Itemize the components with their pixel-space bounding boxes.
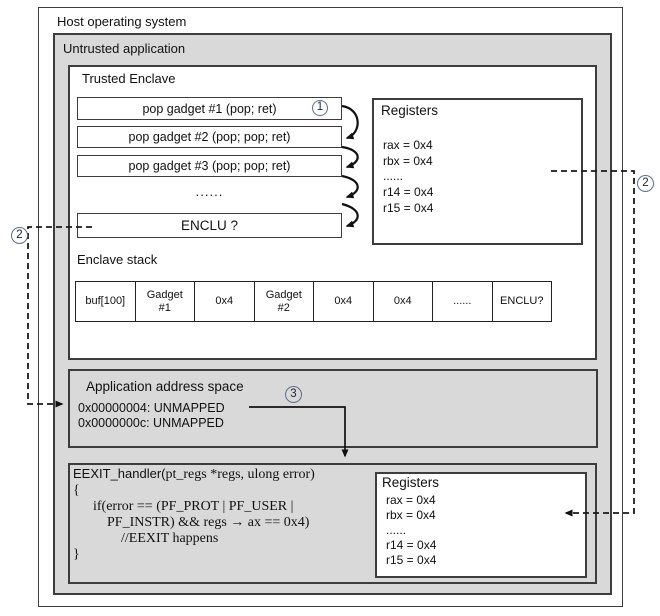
untrusted-app-label: Untrusted application <box>63 41 186 56</box>
enclu-label: ENCLU ? <box>180 218 239 233</box>
enclave-stack-label: Enclave stack <box>77 252 158 267</box>
register-row: rax = 0x4 <box>383 138 433 152</box>
pop-gadget-1-box: pop gadget #1 (pop; ret) <box>77 97 342 120</box>
stack-cell: ...... <box>433 282 493 321</box>
register-row: rbx = 0x4 <box>383 154 433 168</box>
code-line-open-brace: { <box>73 483 80 498</box>
register-row: r15 = 0x4 <box>386 553 437 567</box>
step-1-badge: 1 <box>312 100 328 116</box>
pop-gadget-3-box: pop gadget #3 (pop; pop; ret) <box>77 155 342 177</box>
trusted-enclave-label: Trusted Enclave <box>82 71 176 86</box>
step-2-left-badge: 2 <box>11 227 28 244</box>
register-row: r15 = 0x4 <box>383 201 434 215</box>
stack-cell: Gadget #1 <box>136 282 195 321</box>
pop-gadget-2-label: pop gadget #2 (pop; pop; ret) <box>128 130 291 144</box>
stack-cell: 0x4 <box>195 282 255 321</box>
code-line-if: if(error == (PF_PROT | PF_USER | <box>93 499 294 514</box>
pop-gadget-1-label: pop gadget #1 (pop; ret) <box>142 101 277 116</box>
unmapped-address-1: 0x00000004: UNMAPPED <box>78 401 225 415</box>
register-row: r14 = 0x4 <box>386 538 437 552</box>
registers-top-title: Registers <box>381 103 439 118</box>
app-address-space-label: Application address space <box>86 379 244 394</box>
pop-gadget-2-box: pop gadget #2 (pop; pop; ret) <box>77 126 342 148</box>
register-row: rbx = 0x4 <box>386 508 436 522</box>
enclave-stack-table: buf[100] Gadget #1 0x4 Gadget #2 0x4 0x4… <box>75 281 552 322</box>
stack-cell: Gadget #2 <box>255 282 314 321</box>
step-3-badge: 3 <box>285 386 302 403</box>
registers-bottom-box: Registers rax = 0x4 rbx = 0x4 ...... r14… <box>375 472 587 578</box>
register-row: rax = 0x4 <box>386 493 436 507</box>
code-line-signature: EEXIT_handler(pt_regs *regs, ulong error… <box>73 466 315 482</box>
stack-cell: ENCLU? <box>500 295 544 308</box>
gadget-ellipsis: ...... <box>195 184 224 199</box>
pop-gadget-3-label: pop gadget #3 (pop; pop; ret) <box>128 159 291 173</box>
stack-cell: 0x4 <box>374 282 433 321</box>
code-line-comment: //EEXIT happens <box>121 531 219 546</box>
register-row: ...... <box>386 523 407 537</box>
stack-cell: buf[100] <box>76 282 136 321</box>
stack-cell: 0x4 <box>314 282 374 321</box>
eexit-handler-code: EEXIT_handler(pt_regs *regs, ulong error… <box>73 466 315 563</box>
host-os-label: Host operating system <box>57 14 187 29</box>
step-2-right-badge: 2 <box>637 175 654 192</box>
code-line-close-brace: } <box>73 547 80 562</box>
enclu-box: ENCLU ? <box>77 213 342 238</box>
registers-top-box: Registers rax = 0x4 rbx = 0x4 ...... r14… <box>372 98 583 245</box>
register-row: ...... <box>383 169 404 183</box>
registers-bottom-title: Registers <box>382 475 440 490</box>
unmapped-address-2: 0x0000000c: UNMAPPED <box>78 416 224 430</box>
register-row: r14 = 0x4 <box>383 185 434 199</box>
code-line-condition: PF_INSTR) && regs → ax == 0x4) <box>107 515 310 530</box>
